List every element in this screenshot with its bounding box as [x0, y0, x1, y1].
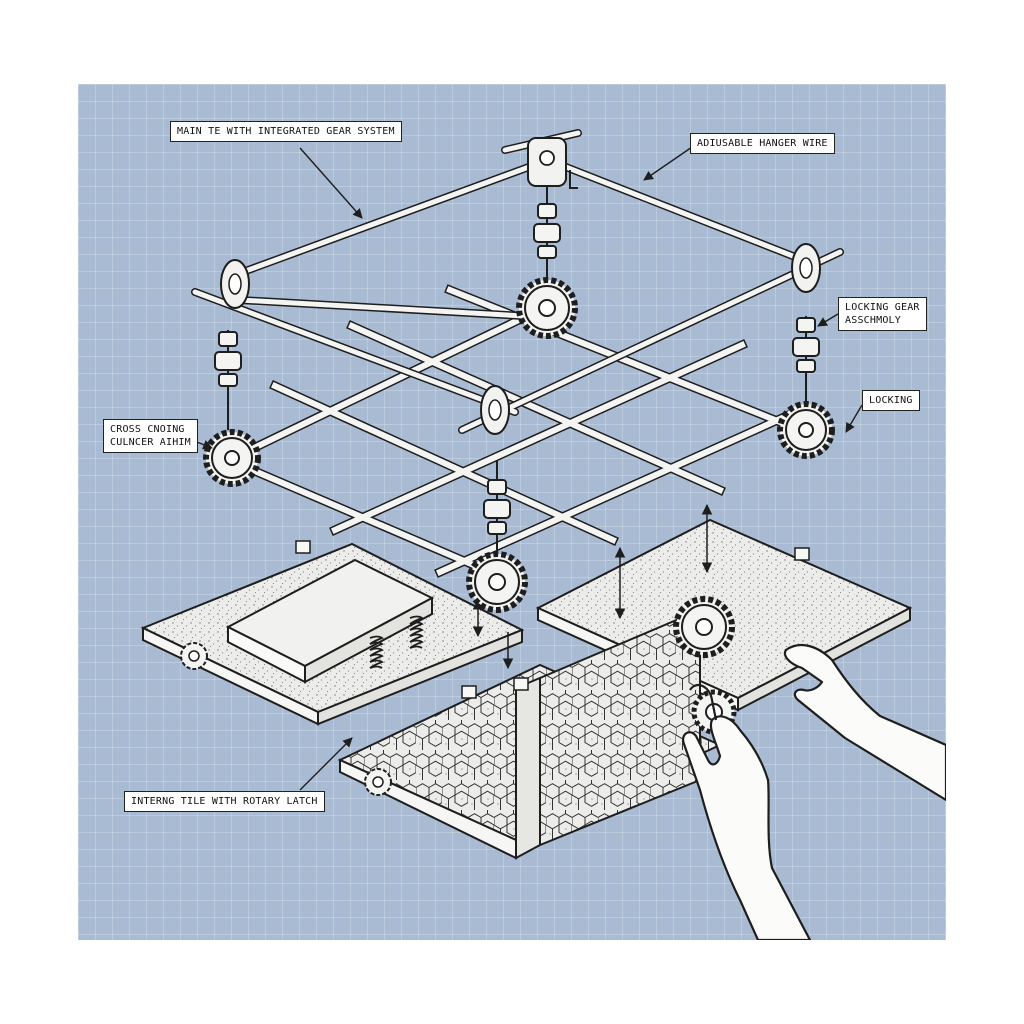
callout-locking-gear-assembly: LOCKING GEAR ASSCHMOLY: [838, 297, 927, 331]
cross-grid-frame: [222, 284, 806, 591]
top-center-clamp: [527, 137, 578, 189]
right-hand: [783, 643, 946, 802]
coil-spring-left: [369, 635, 384, 669]
callout-text: ADIUSABLE HANGER WIRE: [697, 138, 828, 149]
left-hand: [682, 683, 812, 940]
latch-gear-front-tile: [364, 768, 392, 796]
hanger-stems: [214, 186, 820, 560]
left-corner-clamp: [220, 259, 250, 309]
vertical-motion-arrows: [472, 503, 713, 670]
callout-text-line-2: ASSCHMOLY: [845, 315, 901, 326]
callout-leader-lines: [186, 144, 863, 791]
gear-top-center: [516, 277, 578, 339]
top-rod-frame: [191, 129, 844, 434]
callout-cross-connecting-mechanism: CROSS CNOING CULNCER AIHIM: [103, 419, 198, 453]
callout-adjustable-hanger-wire: ADIUSABLE HANGER WIRE: [690, 133, 835, 154]
callout-text-line-2: CULNCER AIHIM: [110, 437, 191, 448]
latch-gear-left-tile: [180, 642, 208, 670]
blueprint-board: [78, 84, 946, 940]
callout-text: INTERNG TILE WITH ROTARY LATCH: [131, 796, 318, 807]
coil-spring-right: [409, 615, 424, 649]
callout-text: LOCKING: [869, 395, 913, 406]
callout-text-line-1: LOCKING GEAR: [845, 302, 920, 313]
exploded-assembly-diagram: [140, 129, 946, 940]
interlocking-tile-rotary-latch: [337, 608, 723, 860]
callout-locking: LOCKING: [862, 390, 920, 411]
callout-text-line-1: CROSS CNOING: [110, 424, 185, 435]
callout-text: MAIN TE WITH INTEGRATED GEAR SYSTEM: [177, 126, 395, 137]
gear-rotary-latch-upper: [673, 596, 735, 658]
callout-main-tile-gear-system: MAIN TE WITH INTEGRATED GEAR SYSTEM: [170, 121, 402, 142]
middle-clamp: [480, 385, 510, 435]
callout-tile-rotary-latch: INTERNG TILE WITH ROTARY LATCH: [124, 791, 325, 812]
gear-left: [203, 429, 261, 487]
gear-center-low: [466, 551, 528, 613]
gear-right: [777, 401, 835, 459]
right-corner-clamp: [791, 243, 821, 293]
